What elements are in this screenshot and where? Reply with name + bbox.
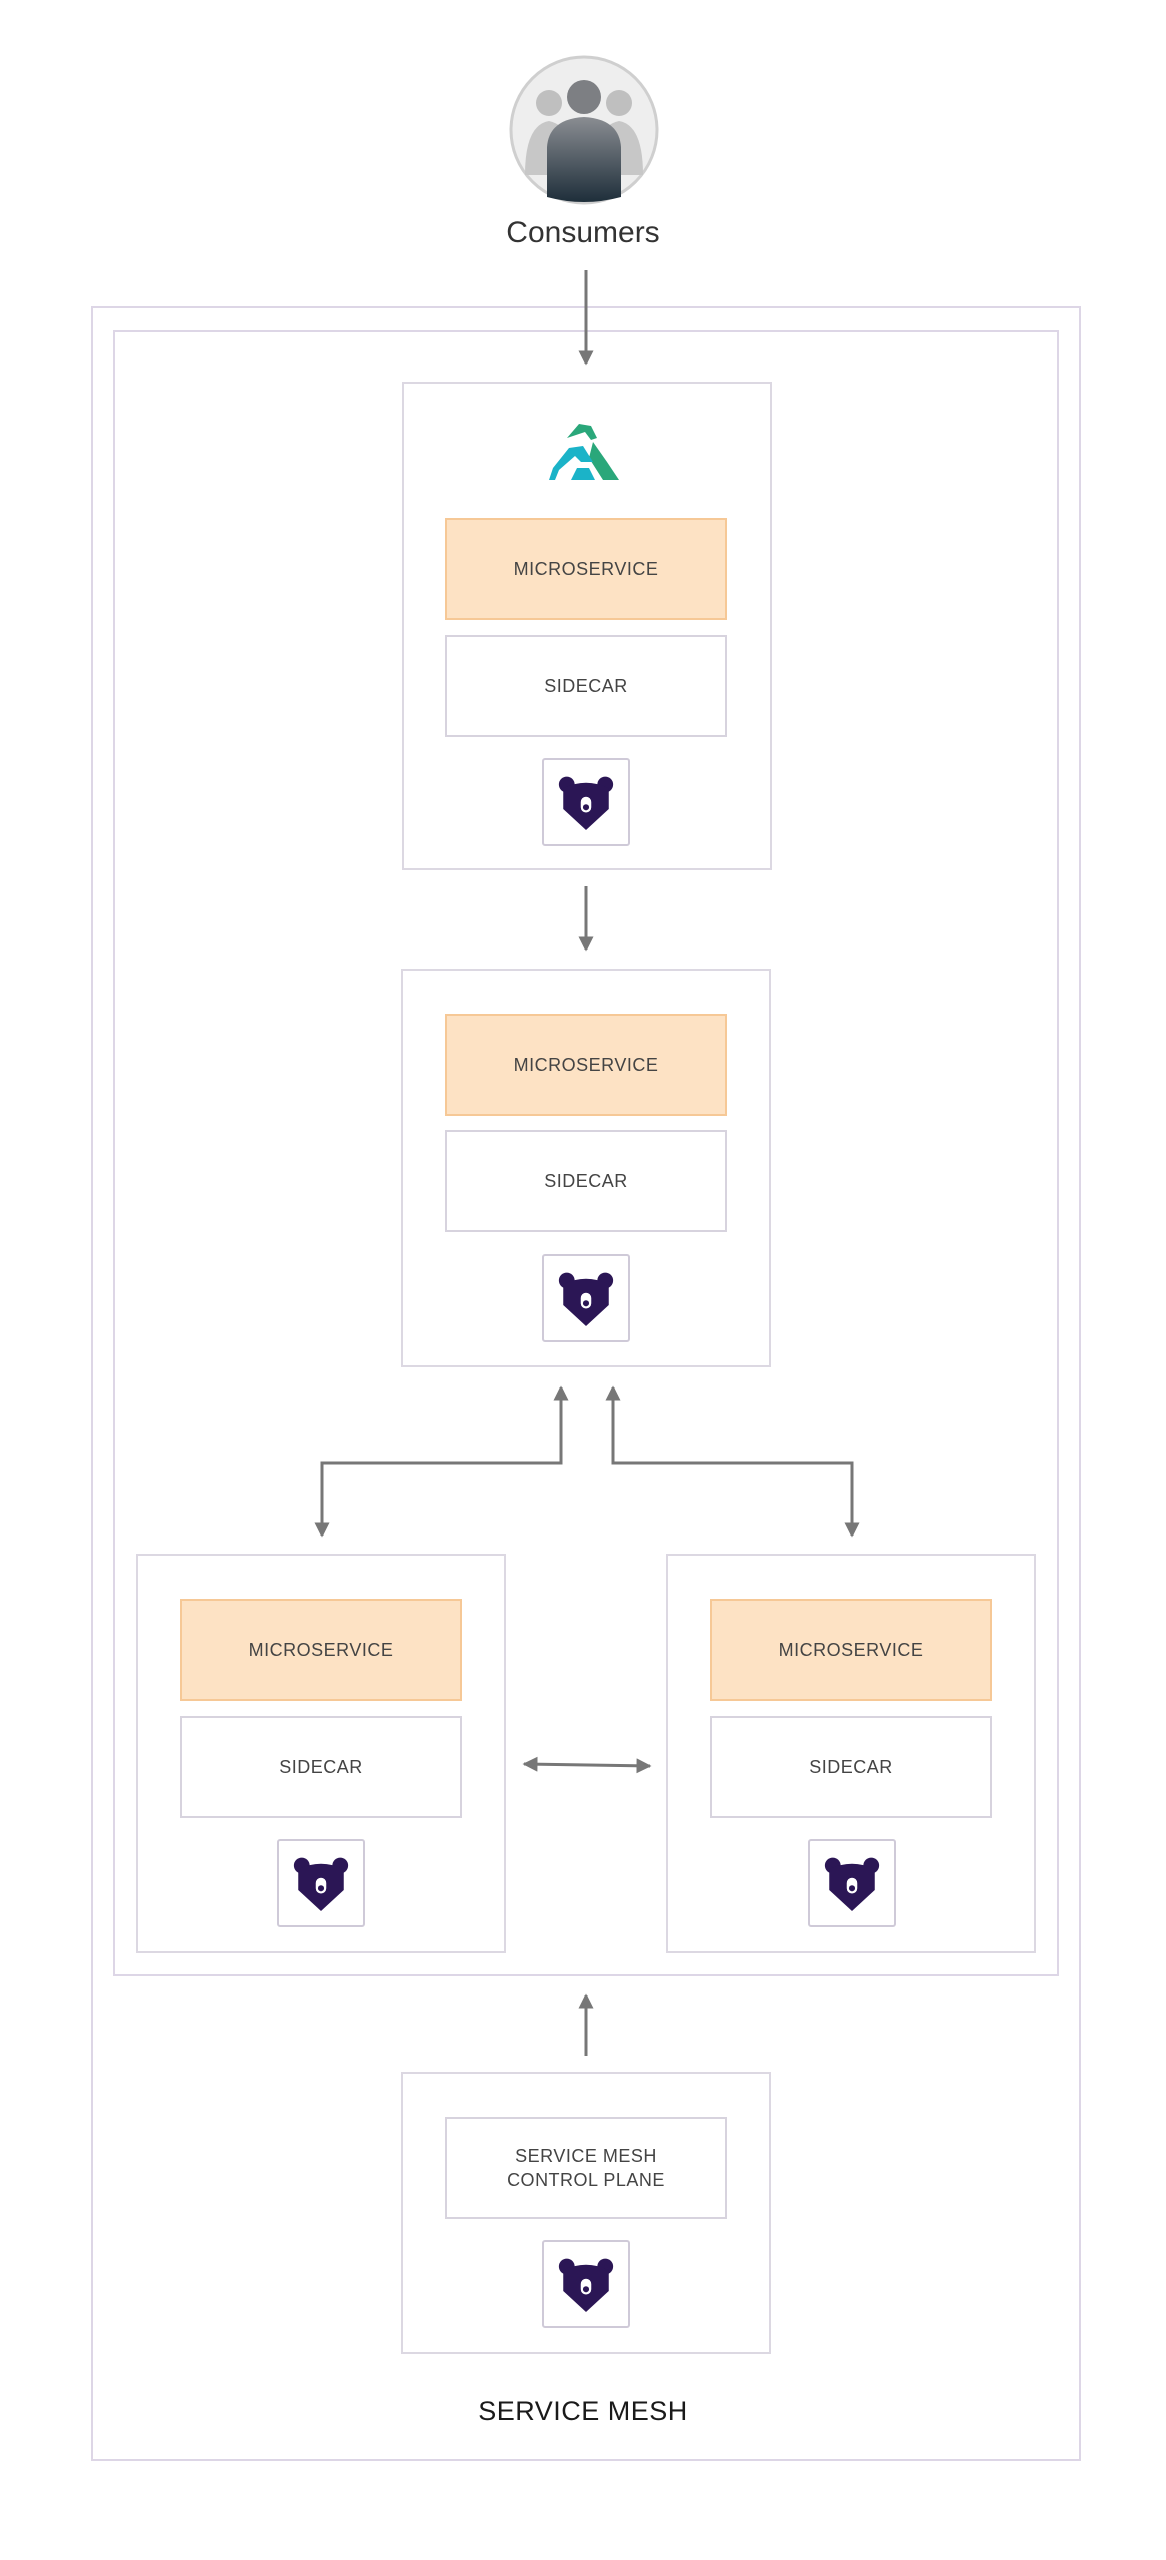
- arrow-service-2-to-service-4: [605, 1385, 860, 1538]
- kuma-bear-tile-4: [808, 1839, 896, 1927]
- microservice-box-2: MICROSERVICE: [445, 1014, 727, 1116]
- control-plane-line-2: CONTROL PLANE: [507, 2170, 665, 2190]
- control-plane-line-1: SERVICE MESH: [515, 2146, 657, 2166]
- control-plane-box: SERVICE MESH CONTROL PLANE: [445, 2117, 727, 2219]
- consumers-label: Consumers: [506, 216, 660, 249]
- sidecar-box-3: SIDECAR: [180, 1716, 462, 1818]
- arrow-service-3-to-service-4: [522, 1756, 652, 1774]
- sidecar-box-2: SIDECAR: [445, 1130, 727, 1232]
- kuma-bear-tile-2: [542, 1254, 630, 1342]
- kong-logo-icon: [545, 418, 625, 488]
- sidecar-box-1: SIDECAR: [445, 635, 727, 737]
- microservice-box-4: MICROSERVICE: [710, 1599, 992, 1701]
- consumers-node: [509, 55, 659, 215]
- service-mesh-label: SERVICE MESH: [478, 2396, 688, 2426]
- kuma-bear-tile-1: [542, 758, 630, 846]
- kuma-bear-tile-3: [277, 1839, 365, 1927]
- microservice-box-1: MICROSERVICE: [445, 518, 727, 620]
- arrow-service-2-to-service-3: [314, 1385, 569, 1538]
- users-icon: [509, 55, 659, 205]
- microservice-box-3: MICROSERVICE: [180, 1599, 462, 1701]
- kuma-bear-tile-5: [542, 2240, 630, 2328]
- sidecar-box-4: SIDECAR: [710, 1716, 992, 1818]
